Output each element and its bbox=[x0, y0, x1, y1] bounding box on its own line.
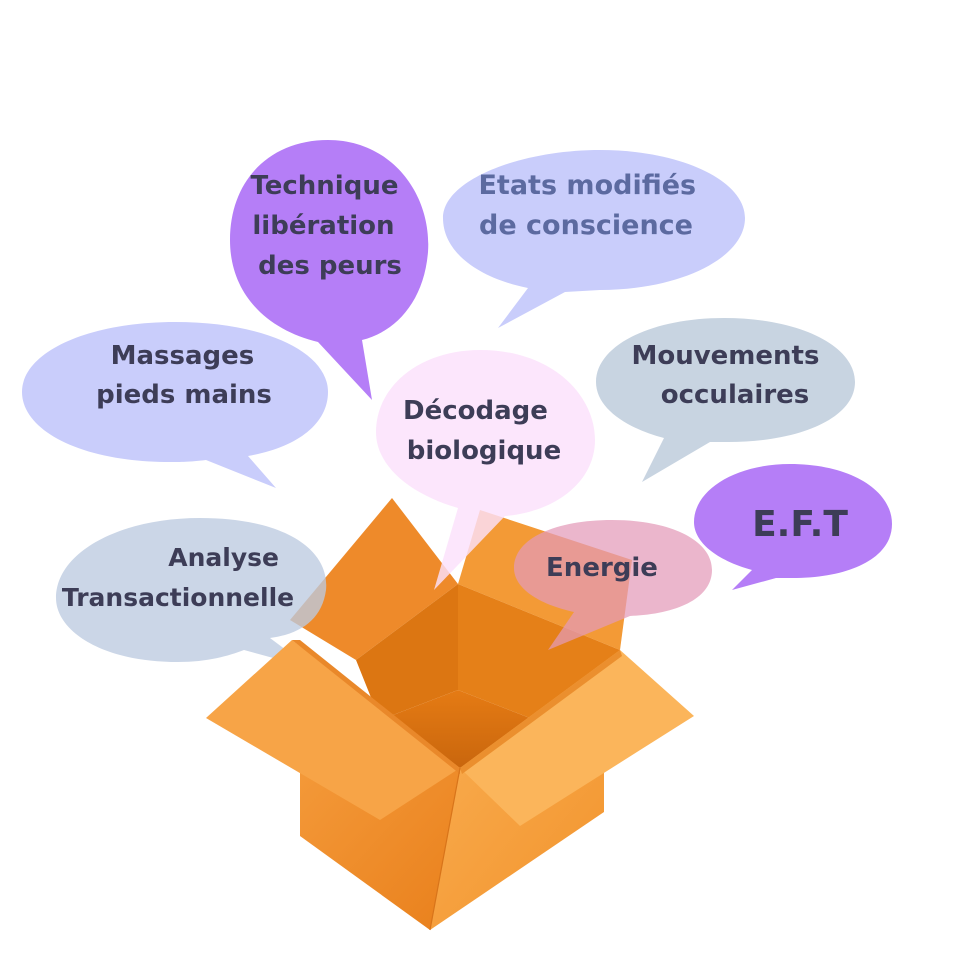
bubble-energie-label: Energie bbox=[546, 553, 658, 583]
bubble-analyse bbox=[56, 518, 327, 668]
box-flap-front-right bbox=[460, 650, 694, 826]
box-flap-front-left bbox=[206, 640, 460, 820]
bubble-etats-modifies: Etats modifiés de conscience bbox=[443, 150, 745, 328]
bubble-massages-shape bbox=[22, 322, 328, 488]
bubble-mouvements-label: Mouvements occulaires bbox=[631, 341, 828, 410]
bubble-massages: Massages pieds mains bbox=[22, 322, 328, 488]
bubble-etats-label: Etats modifiés de conscience bbox=[478, 170, 705, 241]
bubble-decodage bbox=[376, 350, 595, 590]
bubble-eft-shape bbox=[694, 464, 892, 590]
bubble-technique-label: Technique libération des peurs bbox=[250, 171, 407, 281]
bubble-eft-label: E.F.T bbox=[752, 504, 848, 545]
box-inside-floor bbox=[380, 690, 540, 768]
bubble-etats-shape bbox=[443, 150, 745, 328]
box-flap-back-left bbox=[290, 498, 458, 660]
box-inside-back-left bbox=[356, 584, 458, 720]
bubble-mouvements: Mouvements occulaires bbox=[596, 318, 855, 482]
bubble-decodage-label: Décodage biologique bbox=[403, 396, 561, 466]
bubble-energie-shape bbox=[514, 520, 712, 650]
bubble-technique-liberation: Technique libération des peurs bbox=[230, 140, 429, 400]
box-flap-front-left-edge bbox=[292, 640, 460, 774]
bubble-eft: E.F.T bbox=[694, 464, 892, 590]
box-front-corner bbox=[429, 767, 461, 931]
bubble-mouvements-shape bbox=[596, 318, 855, 482]
bubble-analyse-label: Analyse Transactionnelle bbox=[62, 543, 294, 612]
bubble-massages-label: Massages pieds mains bbox=[96, 341, 272, 410]
bubble-energie bbox=[514, 520, 712, 650]
bubble-technique-shape bbox=[230, 140, 429, 400]
bubble-analyse-shape bbox=[56, 518, 327, 668]
open-box-front bbox=[206, 640, 694, 931]
bubble-decodage-shape bbox=[376, 350, 595, 590]
box-inside-back-right bbox=[458, 584, 620, 722]
box-flap-front-right-edge bbox=[460, 650, 622, 774]
